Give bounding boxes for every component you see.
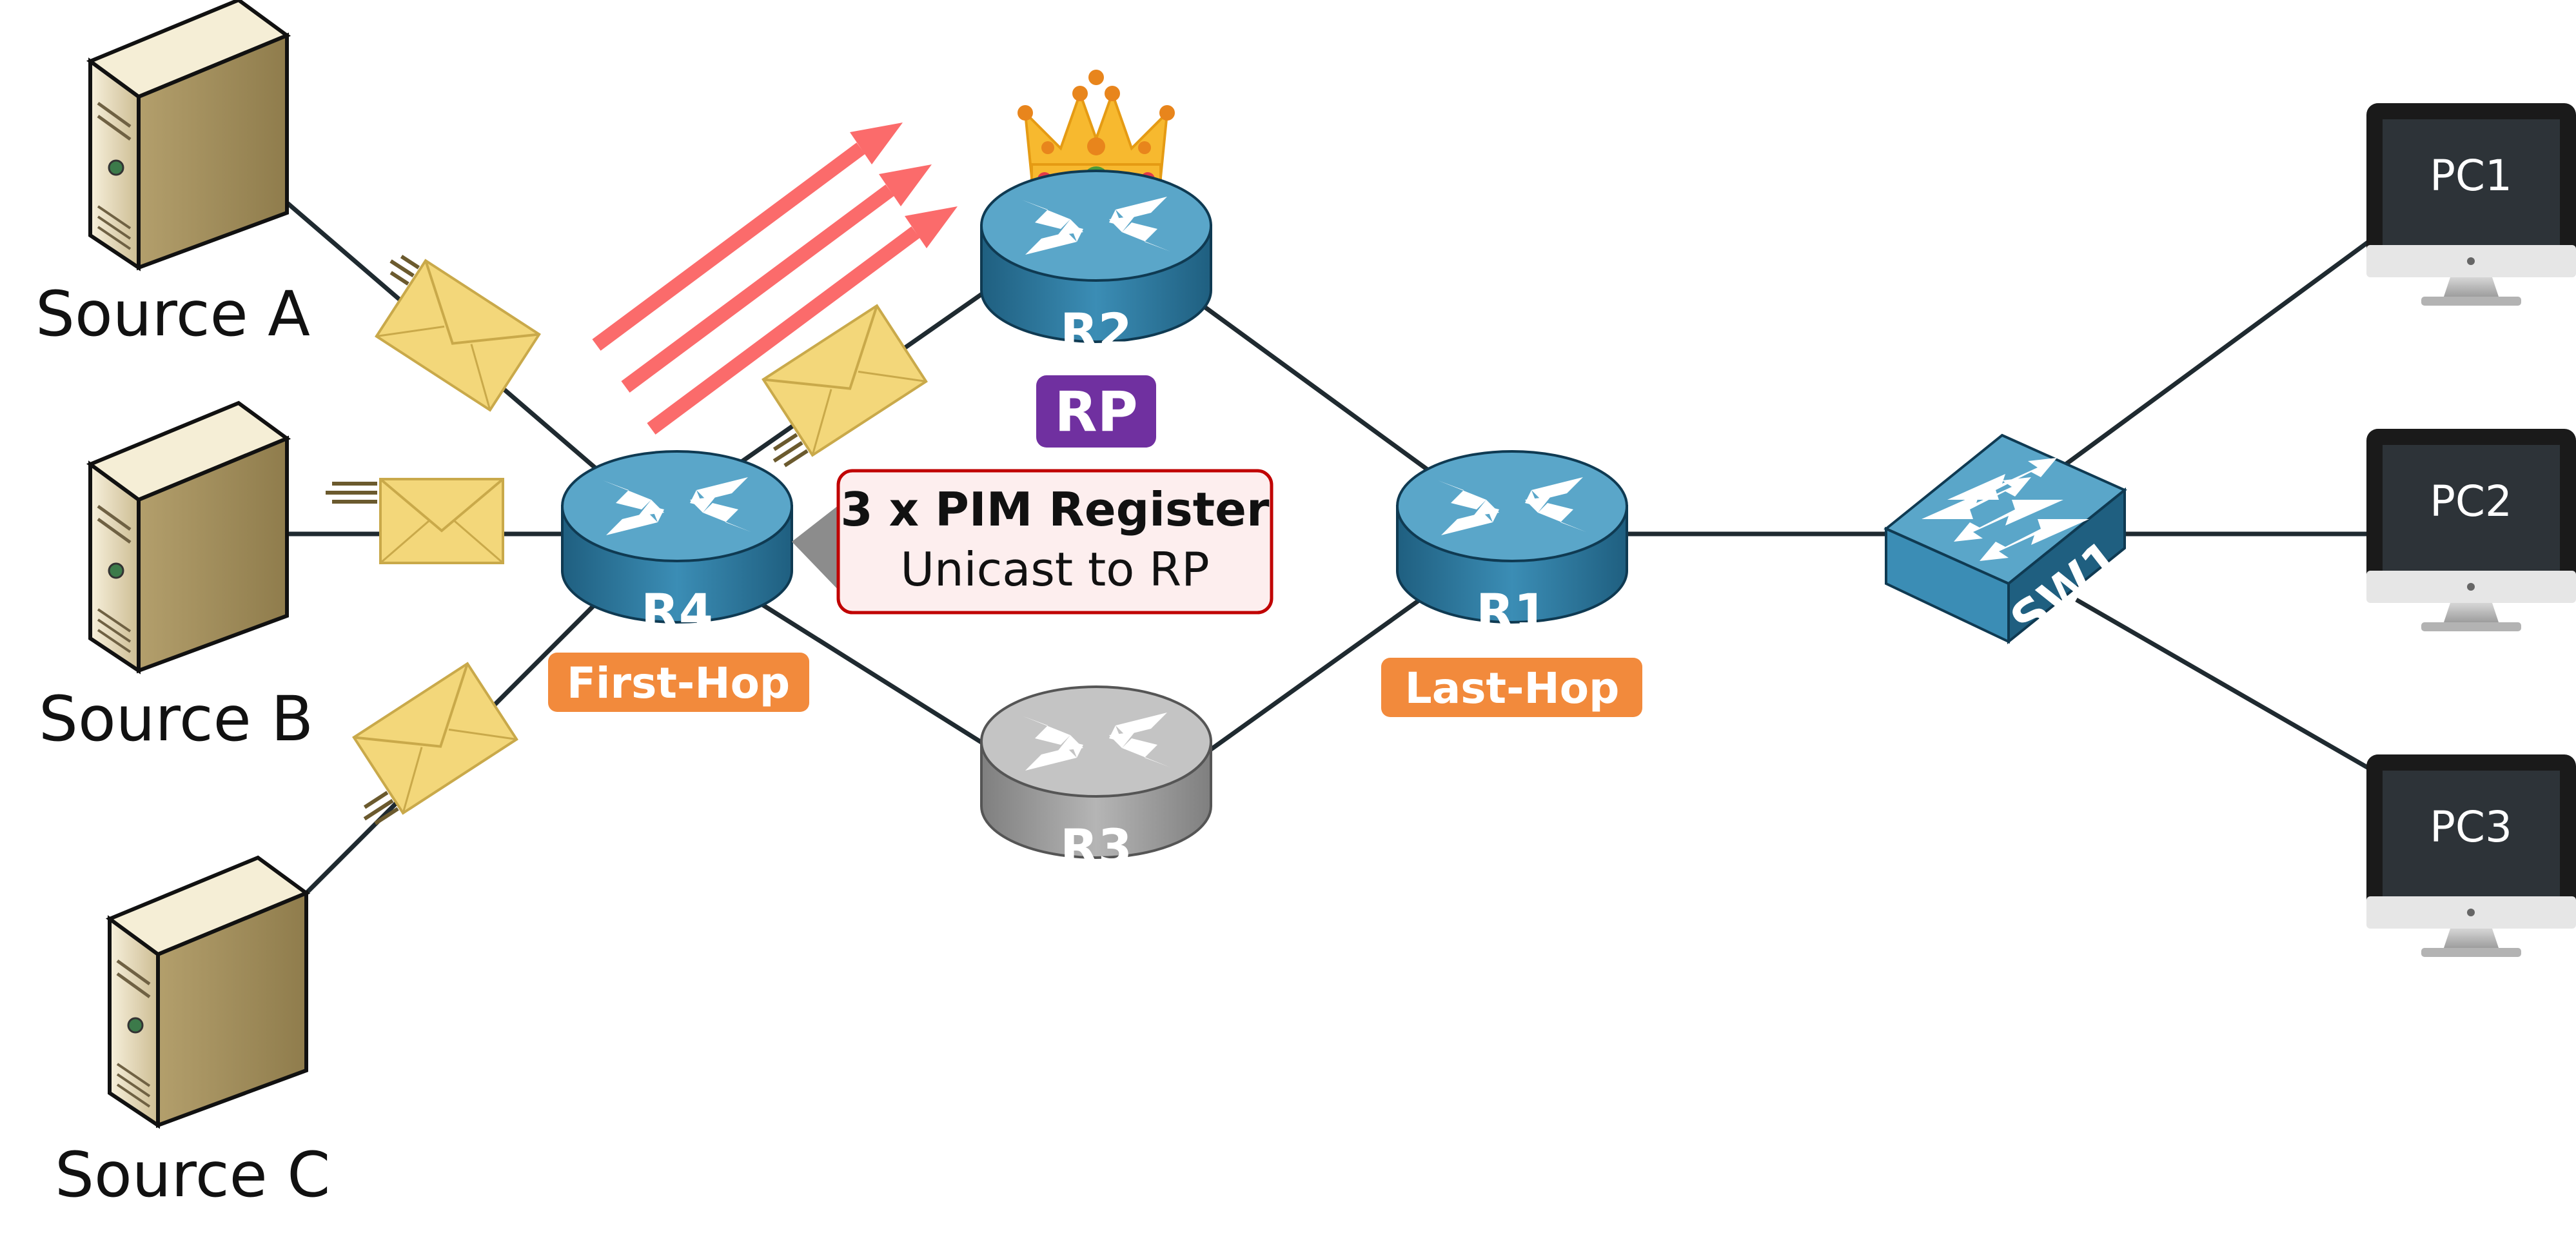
register-arrows bbox=[592, 123, 958, 435]
rp-badge: RP bbox=[1036, 375, 1156, 448]
link-sw1-pc3 bbox=[2075, 597, 2374, 773]
svg-text:RP: RP bbox=[1054, 380, 1137, 444]
server-icon-source-c[interactable] bbox=[105, 855, 311, 1129]
router-icon-r1[interactable]: R1 bbox=[1396, 450, 1628, 640]
link-r4-r3 bbox=[753, 598, 1007, 760]
source-a-label: Source A bbox=[35, 278, 310, 350]
link-r2-r1 bbox=[1197, 301, 1440, 479]
pc2-label: PC2 bbox=[2430, 477, 2512, 526]
envelope-icon bbox=[326, 478, 504, 564]
register-arrow bbox=[592, 123, 903, 351]
monitor-icon-pc2[interactable]: PC2 bbox=[2366, 429, 2576, 631]
source-c-label: Source C bbox=[55, 1139, 330, 1211]
pc3-label: PC3 bbox=[2430, 802, 2512, 852]
router-icon-r4[interactable]: R4 bbox=[561, 450, 793, 640]
router-icon-r2[interactable]: R2 bbox=[980, 170, 1212, 360]
envelope-icon bbox=[762, 304, 928, 468]
register-arrow bbox=[647, 206, 958, 435]
last-hop-badge: Last-Hop bbox=[1381, 658, 1642, 717]
link-r3-r1 bbox=[1197, 585, 1440, 760]
r2-label: R2 bbox=[1060, 302, 1132, 360]
pim-register-callout: 3 x PIM Register Unicast to RP bbox=[792, 469, 1273, 615]
callout-title: 3 x PIM Register bbox=[840, 482, 1270, 537]
server-icon-source-b[interactable] bbox=[86, 400, 291, 675]
r1-label: R1 bbox=[1476, 583, 1548, 640]
router-icon-r3[interactable]: R3 bbox=[980, 685, 1212, 876]
switch-icon-sw1[interactable]: SW1 bbox=[1883, 433, 2132, 650]
envelope-icon bbox=[352, 662, 518, 825]
svg-text:First-Hop: First-Hop bbox=[567, 658, 790, 708]
svg-text:Last-Hop: Last-Hop bbox=[1405, 664, 1620, 713]
r4-label: R4 bbox=[641, 583, 713, 640]
envelope-icon bbox=[375, 255, 541, 412]
source-b-label: Source B bbox=[39, 683, 313, 755]
monitor-icon-pc1[interactable]: PC1 bbox=[2366, 103, 2576, 306]
monitor-icon-pc3[interactable]: PC3 bbox=[2366, 754, 2576, 957]
callout-subtitle: Unicast to RP bbox=[900, 542, 1209, 596]
first-hop-badge: First-Hop bbox=[548, 653, 809, 712]
pc1-label: PC1 bbox=[2430, 151, 2512, 201]
server-icon-source-a[interactable] bbox=[86, 0, 291, 271]
register-arrow bbox=[621, 164, 932, 393]
link-sw1-pc1 bbox=[2055, 237, 2375, 473]
r3-label: R3 bbox=[1060, 818, 1132, 876]
